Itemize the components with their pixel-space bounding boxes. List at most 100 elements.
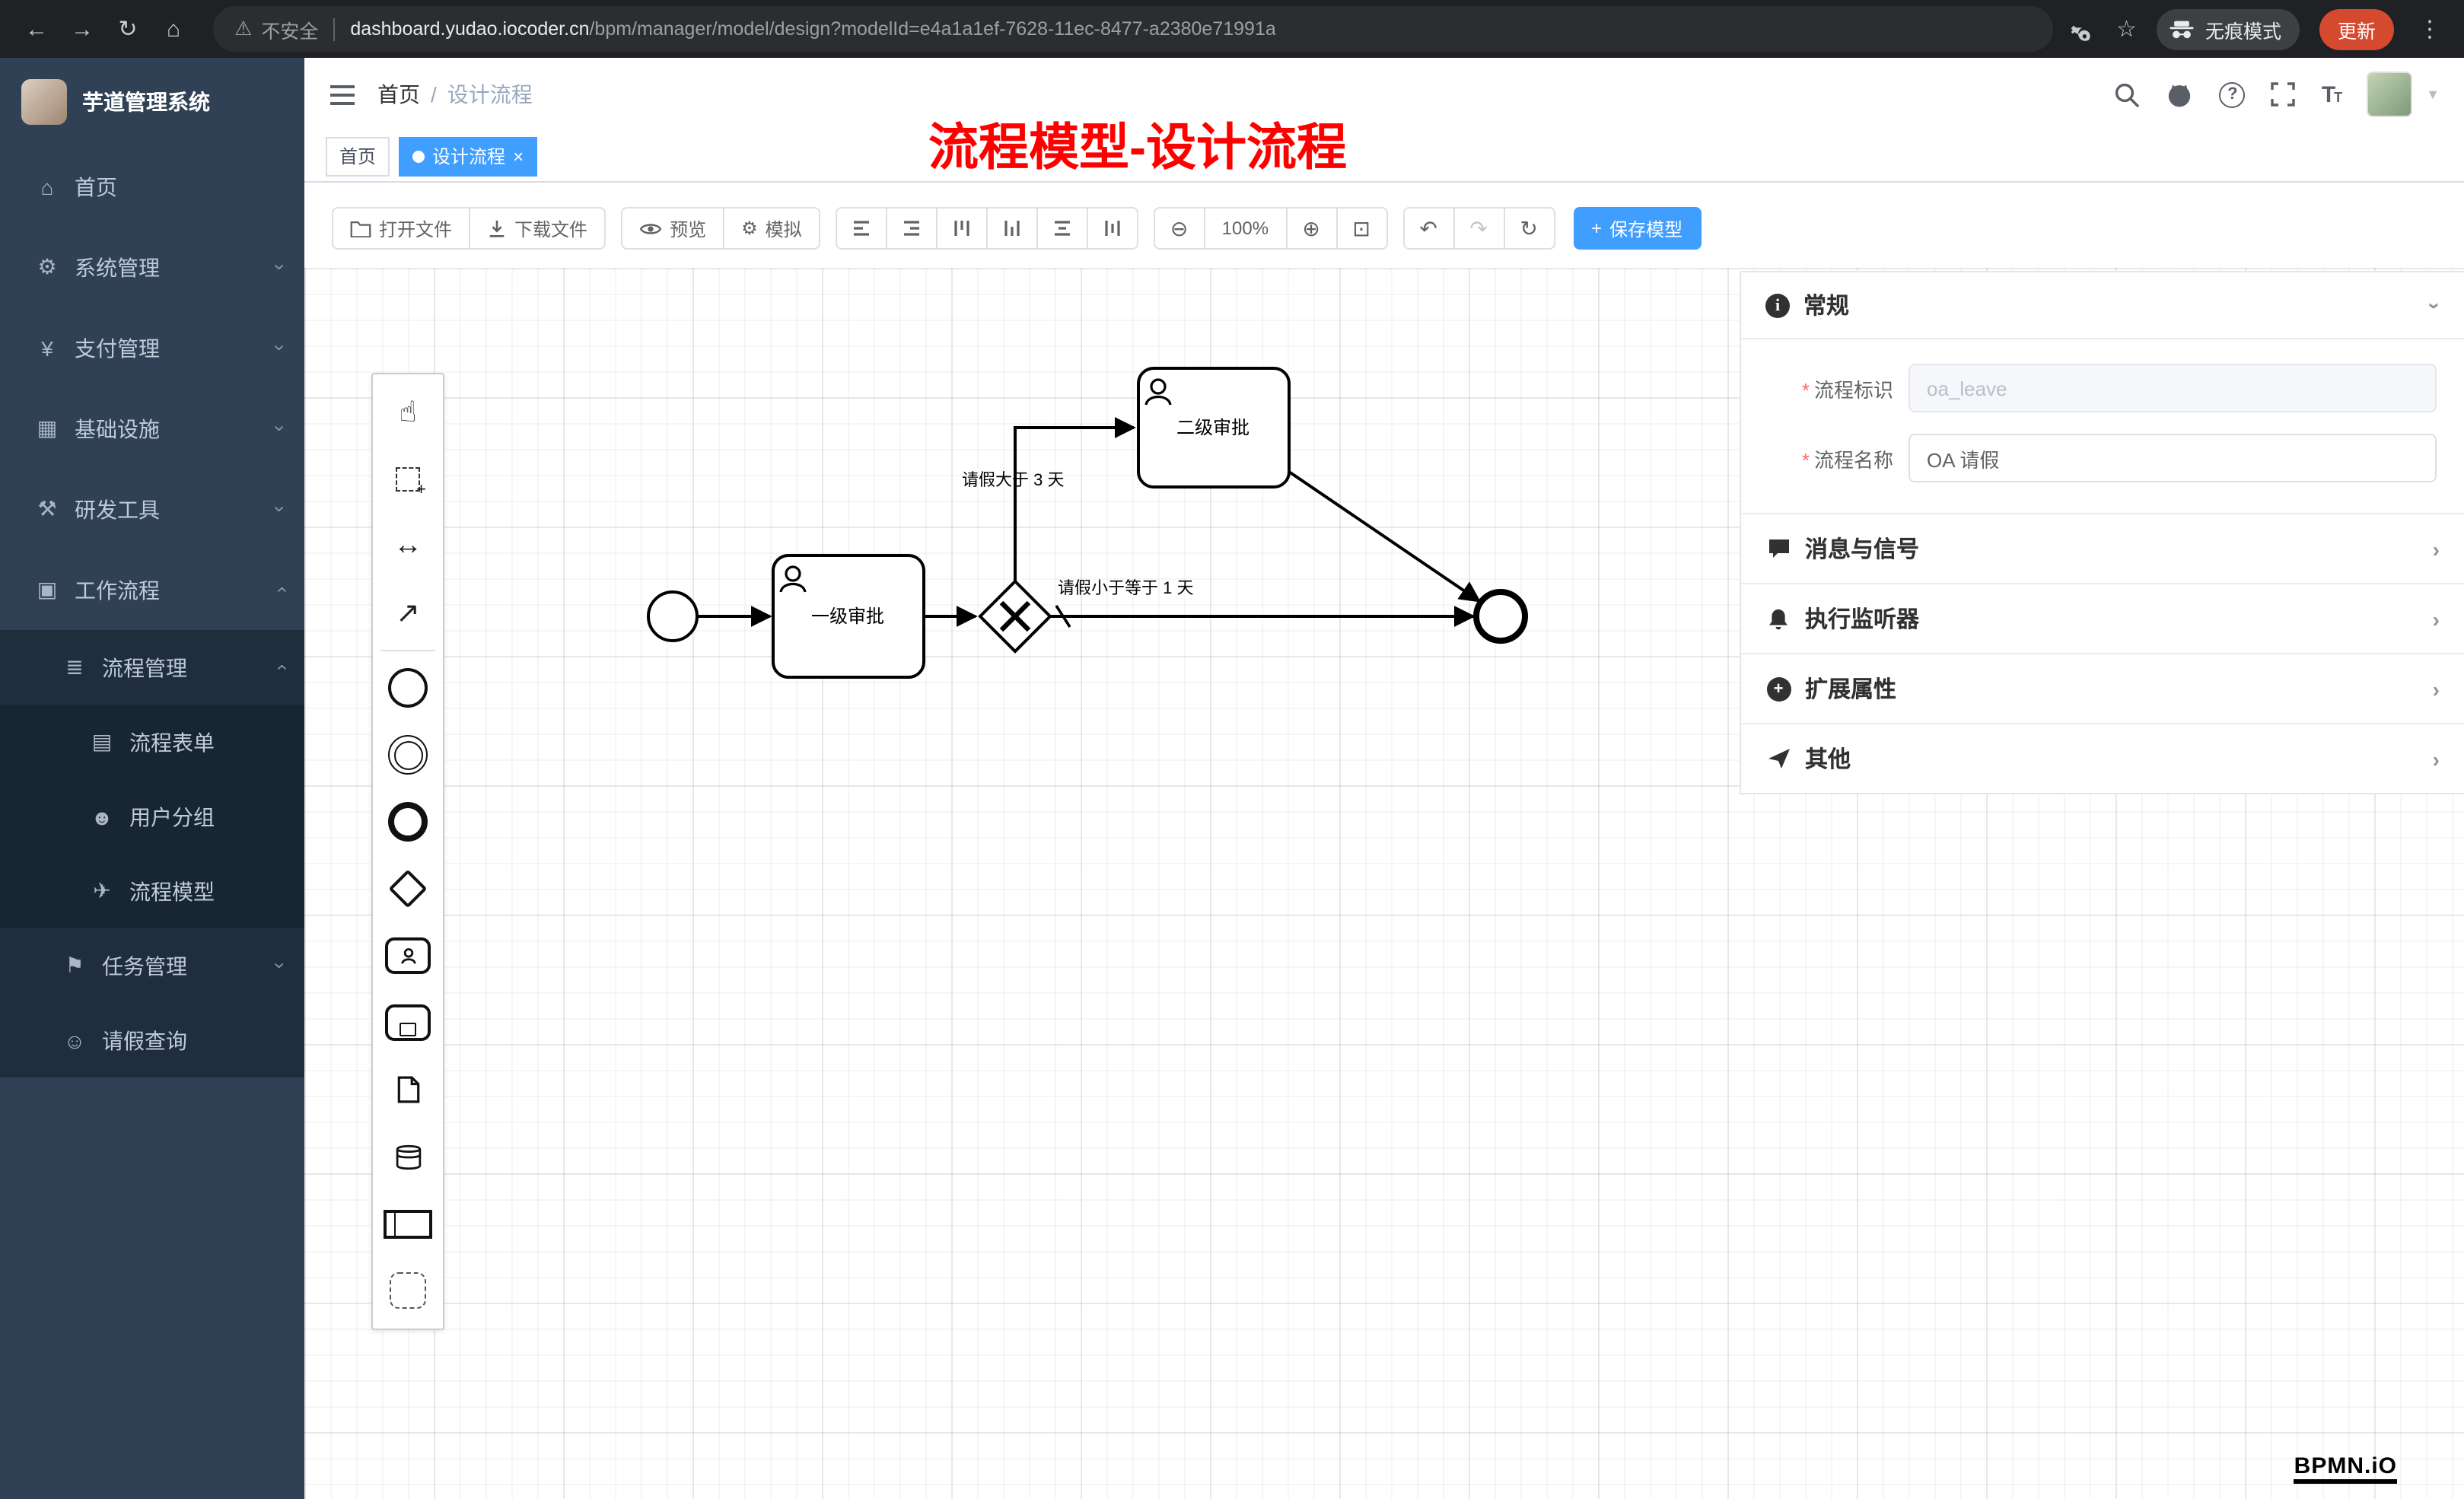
- bpmn-start-event[interactable]: [647, 590, 699, 642]
- tab-design-process[interactable]: 设计流程 ×: [399, 136, 538, 176]
- zoom-out-button[interactable]: ⊖: [1153, 207, 1205, 250]
- tab-home[interactable]: 首页: [326, 136, 390, 176]
- download-file-button[interactable]: 下载文件: [469, 207, 606, 250]
- help-icon[interactable]: ?: [2219, 81, 2246, 107]
- preview-button[interactable]: 预览: [621, 207, 725, 250]
- palette-lasso-tool[interactable]: +: [374, 446, 441, 513]
- sidebar-item-leave-query[interactable]: ☺ 请假查询: [0, 1003, 304, 1077]
- bpmn-exclusive-gateway[interactable]: [978, 579, 1052, 654]
- app-logo[interactable]: 芋道管理系统: [0, 58, 304, 146]
- palette-create-exclusive-gateway[interactable]: [374, 855, 441, 922]
- sidebar-item-process-management[interactable]: ≣ 流程管理 ›: [0, 630, 304, 705]
- sidebar-item-user-group[interactable]: ☻ 用户分组: [0, 779, 304, 854]
- sidebar-item-task-management[interactable]: ⚑ 任务管理 ›: [0, 928, 304, 1003]
- process-key-input[interactable]: [1908, 364, 2437, 412]
- home-icon: ⌂: [40, 174, 54, 199]
- palette-create-data-store[interactable]: [374, 1123, 441, 1190]
- browser-back-icon[interactable]: ←: [25, 16, 48, 42]
- font-size-icon[interactable]: TT: [2321, 81, 2342, 107]
- palette-space-tool[interactable]: ↔: [393, 530, 422, 562]
- security-warning-label[interactable]: 不安全: [261, 21, 319, 42]
- bpmn-end-event[interactable]: [1473, 589, 1528, 644]
- palette-divider: [380, 650, 435, 651]
- align-bottom-button[interactable]: [985, 207, 1038, 250]
- panel-section-message-signal[interactable]: 消息与信号 ›: [1741, 513, 2464, 583]
- open-file-button[interactable]: 打开文件: [332, 207, 471, 250]
- process-name-input[interactable]: [1908, 434, 2437, 482]
- chevron-right-icon: ›: [2432, 746, 2440, 771]
- palette-create-data-object[interactable]: [374, 1056, 441, 1123]
- user-task-icon: [1144, 395, 1172, 406]
- address-bar[interactable]: ⚠ 不安全 dashboard.yudao.iocoder.cn/bpm/man…: [213, 6, 2053, 52]
- align-top-button[interactable]: [935, 207, 988, 250]
- process-name-label: 流程名称: [1756, 444, 1908, 473]
- panel-section-other[interactable]: 其他 ›: [1741, 723, 2464, 793]
- bpmn-designer: 打开文件 下载文件 预览 ⚙: [304, 183, 2464, 1499]
- flow-gateway-to-task2[interactable]: [1014, 417, 1136, 581]
- bookmark-star-icon[interactable]: ☆: [2116, 17, 2137, 43]
- sidebar-item-process-model[interactable]: ✈ 流程模型: [0, 854, 304, 928]
- save-model-button[interactable]: + 保存模型: [1573, 207, 1702, 250]
- chevron-right-icon: ›: [2432, 676, 2440, 701]
- restart-button[interactable]: ↻: [1503, 207, 1555, 250]
- github-icon[interactable]: [2166, 81, 2194, 108]
- zoom-reset-button[interactable]: ⊡: [1335, 207, 1388, 250]
- flow-label-le[interactable]: 请假小于等于 1 天: [1058, 578, 1193, 597]
- user-avatar[interactable]: [2367, 72, 2413, 117]
- search-icon[interactable]: [2115, 81, 2141, 107]
- align-right-button[interactable]: [885, 207, 938, 250]
- palette-create-group[interactable]: [374, 1257, 441, 1324]
- panel-section-extended-attributes[interactable]: + 扩展属性 ›: [1741, 653, 2464, 723]
- sidebar-item-workflow[interactable]: ▣ 工作流程 ›: [0, 549, 304, 630]
- close-icon[interactable]: ×: [513, 145, 524, 167]
- bpmn-io-logo[interactable]: BPMN.iO: [2294, 1453, 2397, 1484]
- bpmn-task-level2-approval[interactable]: 二级审批: [1137, 367, 1291, 489]
- align-center-horizontal-button[interactable]: [1036, 207, 1088, 250]
- browser-reload-icon[interactable]: ↻: [118, 17, 138, 43]
- zoom-level-display[interactable]: 100%: [1203, 207, 1288, 250]
- undo-button[interactable]: ↶: [1402, 207, 1455, 250]
- palette-create-user-task[interactable]: [374, 922, 441, 989]
- palette-create-end-event[interactable]: [374, 788, 441, 855]
- sidebar-collapse-icon[interactable]: [329, 83, 356, 106]
- sidebar-item-payment[interactable]: ¥ 支付管理 ›: [0, 307, 304, 388]
- panel-section-execution-listener[interactable]: 执行监听器 ›: [1741, 583, 2464, 653]
- breadcrumb: 首页 / 设计流程: [377, 79, 533, 110]
- flow-label-gt[interactable]: 请假大于 3 天: [962, 470, 1064, 489]
- form-row-process-name: 流程名称: [1756, 434, 2437, 482]
- breadcrumb-home[interactable]: 首页: [377, 82, 420, 107]
- palette-create-start-event[interactable]: [374, 654, 441, 721]
- bpmn-task-level1-approval[interactable]: 一级审批: [772, 554, 925, 679]
- chevron-right-icon: ›: [2432, 606, 2440, 631]
- sidebar-item-devtools[interactable]: ⚒ 研发工具 ›: [0, 469, 304, 549]
- browser-menu-icon[interactable]: ⋮: [2418, 17, 2441, 43]
- palette-create-subprocess[interactable]: [374, 989, 441, 1056]
- sidebar-item-home[interactable]: ⌂ 首页: [0, 146, 304, 227]
- browser-chrome: ← → ↻ ⌂ ⚠ 不安全 dashboard.yudao.iocoder.cn…: [0, 0, 2464, 58]
- panel-section-general[interactable]: i 常规 ›: [1741, 272, 2464, 339]
- palette-hand-tool[interactable]: ☝: [399, 396, 417, 428]
- message-icon: [1768, 539, 1788, 558]
- flow-task2-to-end[interactable]: [1288, 470, 1482, 603]
- sidebar-item-process-form[interactable]: ▤ 流程表单: [0, 705, 304, 779]
- breadcrumb-current: 设计流程: [447, 82, 533, 107]
- fullscreen-icon[interactable]: [2271, 82, 2296, 107]
- palette-create-intermediate-event[interactable]: [374, 721, 441, 788]
- simulate-button[interactable]: ⚙ 模拟: [723, 207, 820, 250]
- url-path: /bpm/manager/model/design?modelId=e4a1a1…: [589, 18, 1276, 40]
- zoom-in-button[interactable]: ⊕: [1285, 207, 1338, 250]
- sidebar-item-system[interactable]: ⚙ 系统管理 ›: [0, 227, 304, 307]
- align-left-button[interactable]: [835, 207, 887, 250]
- browser-home-icon[interactable]: ⌂: [166, 16, 181, 42]
- avatar-caret-icon[interactable]: ▼: [2426, 87, 2440, 102]
- chevron-down-icon: ›: [268, 344, 291, 352]
- workflow-submenu: ≣ 流程管理 › ▤ 流程表单 ☻ 用户分组: [0, 630, 304, 1077]
- redo-button[interactable]: ↷: [1453, 207, 1505, 250]
- palette-create-participant[interactable]: [374, 1190, 441, 1257]
- password-key-icon[interactable]: [2071, 16, 2096, 42]
- sidebar-item-infrastructure[interactable]: ▦ 基础设施 ›: [0, 388, 304, 469]
- palette-global-connect-tool[interactable]: ↗: [396, 597, 420, 629]
- align-center-vertical-button[interactable]: [1086, 207, 1138, 250]
- browser-forward-icon[interactable]: →: [71, 16, 94, 42]
- browser-update-button[interactable]: 更新: [2319, 8, 2394, 49]
